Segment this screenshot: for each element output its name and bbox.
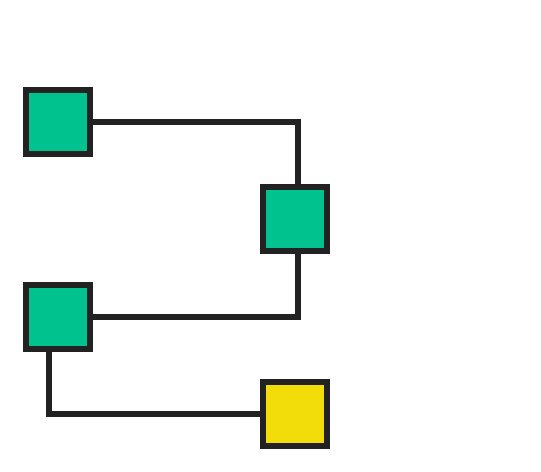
connector-node-2-node-3	[90, 251, 301, 320]
node-4-box	[260, 379, 330, 449]
diagram-nodes	[23, 87, 330, 449]
connector-lines	[46, 119, 301, 417]
node-3-box	[23, 282, 93, 352]
connector-node-3-node-4	[46, 349, 263, 417]
connector-node-1-node-2	[90, 119, 301, 187]
node-1-box	[23, 87, 93, 157]
node-2-box	[260, 184, 330, 254]
